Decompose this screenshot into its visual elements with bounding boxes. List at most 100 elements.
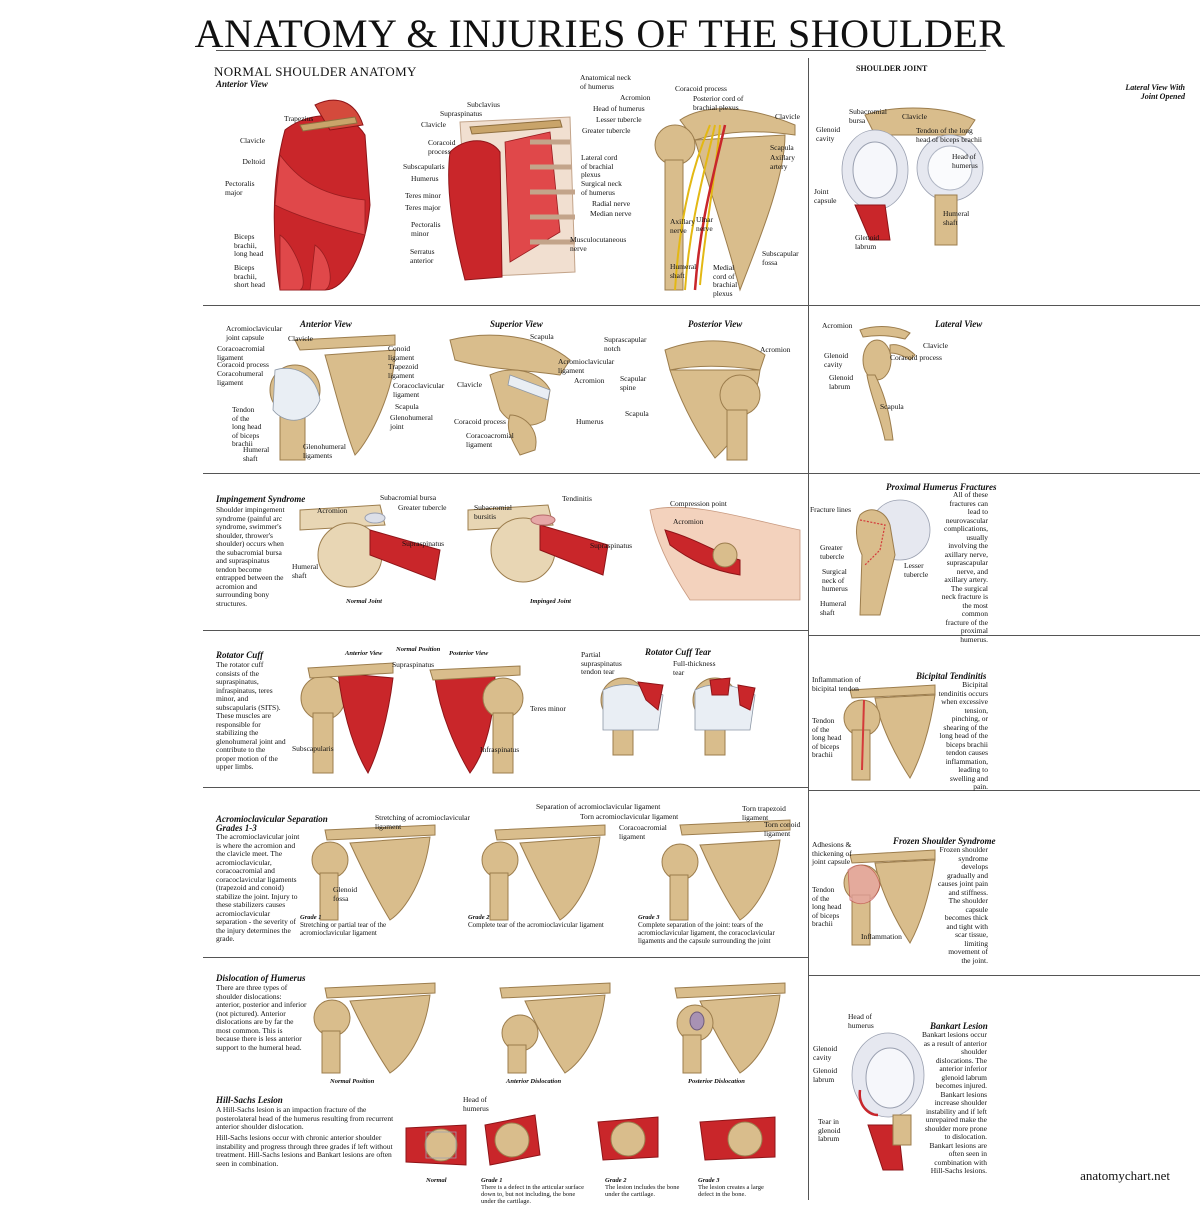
hs-grade-3: Grade 3 bbox=[698, 1177, 720, 1184]
h-divider-2 bbox=[203, 473, 1200, 474]
label-subclavius: Subclavius bbox=[467, 100, 500, 109]
label-head-humerus: Head of humerus bbox=[593, 104, 645, 113]
lig-lat-label-2: Glenoid cavity bbox=[824, 351, 849, 369]
lig-ant-label-9: Glenohumeral joint bbox=[390, 413, 433, 431]
lig-ant-label-12: Glenohumeral ligaments bbox=[303, 442, 346, 460]
rotator-label-supraspinatus: Supraspinatus bbox=[392, 660, 435, 669]
ac-text: The acromioclavicular joint is where the… bbox=[216, 832, 300, 943]
h-divider-right-1 bbox=[808, 635, 1200, 636]
imp-label-9: Acromion bbox=[673, 517, 704, 526]
label-clavicle: Clavicle bbox=[240, 136, 265, 145]
label-axillary-artery: Axillary artery bbox=[770, 153, 795, 171]
lig-sup-label-1: Acromioclavicular ligament bbox=[558, 357, 615, 375]
bankart-label-2: Glenoid labrum bbox=[813, 1066, 838, 1084]
lig-ant-label-6: Trapezoid ligament bbox=[388, 362, 419, 380]
hillsachs-grade1-illustration bbox=[484, 1114, 541, 1166]
rotator-anterior-illustration bbox=[300, 662, 394, 775]
lig-post-label-3: Scapula bbox=[625, 409, 649, 418]
ac-title: Acromioclavicular Separation Grades 1-3 bbox=[216, 814, 328, 833]
normal-anatomy-heading: NORMAL SHOULDER ANATOMY bbox=[214, 64, 417, 79]
proximal-text: All of these fractures can lead to neuro… bbox=[941, 490, 988, 644]
lig-post-label-1: Acromion bbox=[760, 345, 791, 354]
lig-ant-label-4: Coracohumeral ligament bbox=[217, 369, 264, 387]
bankart-illustration bbox=[851, 1032, 925, 1171]
prox-label-4: Humeral shaft bbox=[820, 599, 847, 617]
joint-label-labrum: Glenoid labrum bbox=[855, 233, 880, 251]
superficial-muscles-illustration bbox=[273, 99, 371, 291]
rotator-text: The rotator cuff consists of the suprasp… bbox=[216, 660, 286, 771]
h-divider-4 bbox=[203, 787, 808, 788]
ac-label-6: Torn conoid ligament bbox=[764, 820, 801, 838]
lig-post-label-2: Scapular spine bbox=[620, 374, 647, 392]
bankart-title: Bankart Lesion bbox=[930, 1021, 988, 1031]
lig-lat-label-4: Glenoid labrum bbox=[829, 373, 854, 391]
joint-label-glenoid-cavity: Glenoid cavity bbox=[816, 125, 841, 143]
imp-caption-normal: Normal Joint bbox=[346, 598, 382, 605]
dislocation-title: Dislocation of Humerus bbox=[216, 973, 306, 983]
website-url[interactable]: anatomychart.net bbox=[1080, 1168, 1170, 1183]
lig-lat-label-0: Acromion bbox=[822, 321, 853, 330]
label-lesser-tubercle: Lesser tubercle bbox=[596, 115, 642, 124]
label-biceps-long: Biceps brachii, long head bbox=[234, 232, 264, 258]
h-divider-right-2 bbox=[808, 790, 1200, 791]
lig-lat-label-1: Clavicle bbox=[923, 341, 948, 350]
dislocation-caption-posterior: Posterior Dislocation bbox=[688, 1078, 745, 1085]
hillsachs-title: Hill-Sachs Lesion bbox=[216, 1095, 283, 1105]
hillsachs-grade3-illustration bbox=[699, 1116, 776, 1161]
lig-sup-label-2: Acromion bbox=[574, 376, 605, 385]
rotator-view-normal: Normal Position bbox=[396, 646, 441, 653]
dislocation-caption-normal: Normal Position bbox=[330, 1078, 375, 1085]
joint-label-capsule: Joint capsule bbox=[814, 187, 837, 205]
frozen-label-1: Tendon of the long head of biceps brachi… bbox=[812, 885, 842, 928]
bankart-text: Bankart lesions occur as a result of ant… bbox=[922, 1030, 987, 1175]
imp-label-5: Subacromial bursitis bbox=[474, 503, 512, 521]
lig-lateral-title: Lateral View bbox=[935, 319, 983, 329]
label-musculocutaneous: Musculocutaneous nerve bbox=[570, 235, 627, 253]
lig-ant-label-5: Conoid ligament bbox=[388, 344, 415, 362]
lig-ant-label-10: Tendon of the long head of biceps brachi… bbox=[232, 405, 262, 448]
label-humerus: Humerus bbox=[411, 174, 439, 183]
tear-partial-illustration bbox=[600, 677, 664, 756]
ac-grade3: Grade 3 bbox=[638, 914, 660, 921]
h-divider-right-3 bbox=[808, 975, 1200, 976]
label-ulnar-nerve: Ulnar nerve bbox=[696, 215, 714, 233]
title-rule bbox=[216, 50, 986, 51]
imp-label-3: Supraspinatus bbox=[402, 539, 445, 548]
lig-lat-label-3: Coracoid process bbox=[890, 353, 942, 362]
ac-label-2: Separation of acromioclavicular ligament bbox=[536, 802, 661, 811]
rotator-view-posterior: Posterior View bbox=[449, 650, 489, 657]
label-subscapularis: Subscapularis bbox=[403, 162, 445, 171]
ac-grade2-text: Complete tear of the acromioclavicular l… bbox=[468, 921, 604, 929]
tear-label-full: Full-thickness tear bbox=[673, 659, 716, 677]
lig-ant-label-0: Acromioclavicular joint capsule bbox=[226, 324, 283, 342]
vertical-divider bbox=[808, 58, 809, 1200]
lig-sup-label-0: Scapula bbox=[530, 332, 554, 341]
bankart-label-1: Glenoid cavity bbox=[813, 1044, 838, 1062]
ac-label-0: Stretching of acromioclavicular ligament bbox=[375, 813, 470, 831]
prox-label-0: Fracture lines bbox=[810, 505, 852, 514]
bicipital-title: Bicipital Tendinitis bbox=[916, 671, 987, 681]
label-radial-nerve: Radial nerve bbox=[592, 199, 631, 208]
lig-lat-label-5: Scapula bbox=[880, 402, 904, 411]
label-supraspinatus: Supraspinatus bbox=[440, 109, 483, 118]
rotator-title: Rotator Cuff bbox=[216, 650, 264, 660]
prox-label-1: Greater tubercle bbox=[820, 543, 845, 561]
lig-ant-label-2: Coracoacromial ligament bbox=[217, 344, 265, 362]
imp-label-8: Compression point bbox=[670, 499, 727, 508]
hs-grade-1: Grade 1 bbox=[481, 1177, 503, 1184]
frozen-illustration bbox=[843, 849, 936, 946]
lig-ant-label-7: Coracoclavicular ligament bbox=[393, 381, 445, 399]
lig-anterior-illustration bbox=[269, 334, 396, 461]
frozen-label-0: Adhesions & thickening of joint capsule bbox=[812, 840, 852, 866]
label-trapezius: Trapezius bbox=[284, 114, 314, 123]
joint-label-bursa: Subacromial bursa bbox=[849, 107, 887, 125]
label-lateral-cord: Lateral cord of brachial plexus bbox=[581, 153, 618, 179]
lig-posterior-title: Posterior View bbox=[688, 319, 743, 329]
imp-label-0: Acromion bbox=[317, 506, 348, 515]
ac-label-1: Glenoid fossa bbox=[333, 885, 358, 903]
ac-grade1-text: Stretching or partial tear of the acromi… bbox=[300, 921, 387, 937]
hillsachs-text1: A Hill-Sachs lesion is an impaction frac… bbox=[216, 1105, 394, 1131]
bankart-label-0: Head of humerus bbox=[848, 1012, 874, 1030]
joint-label-head-humerus: Head of humerus bbox=[952, 152, 978, 170]
impingement-text: Shoulder impingement syndrome (painful a… bbox=[216, 505, 285, 608]
